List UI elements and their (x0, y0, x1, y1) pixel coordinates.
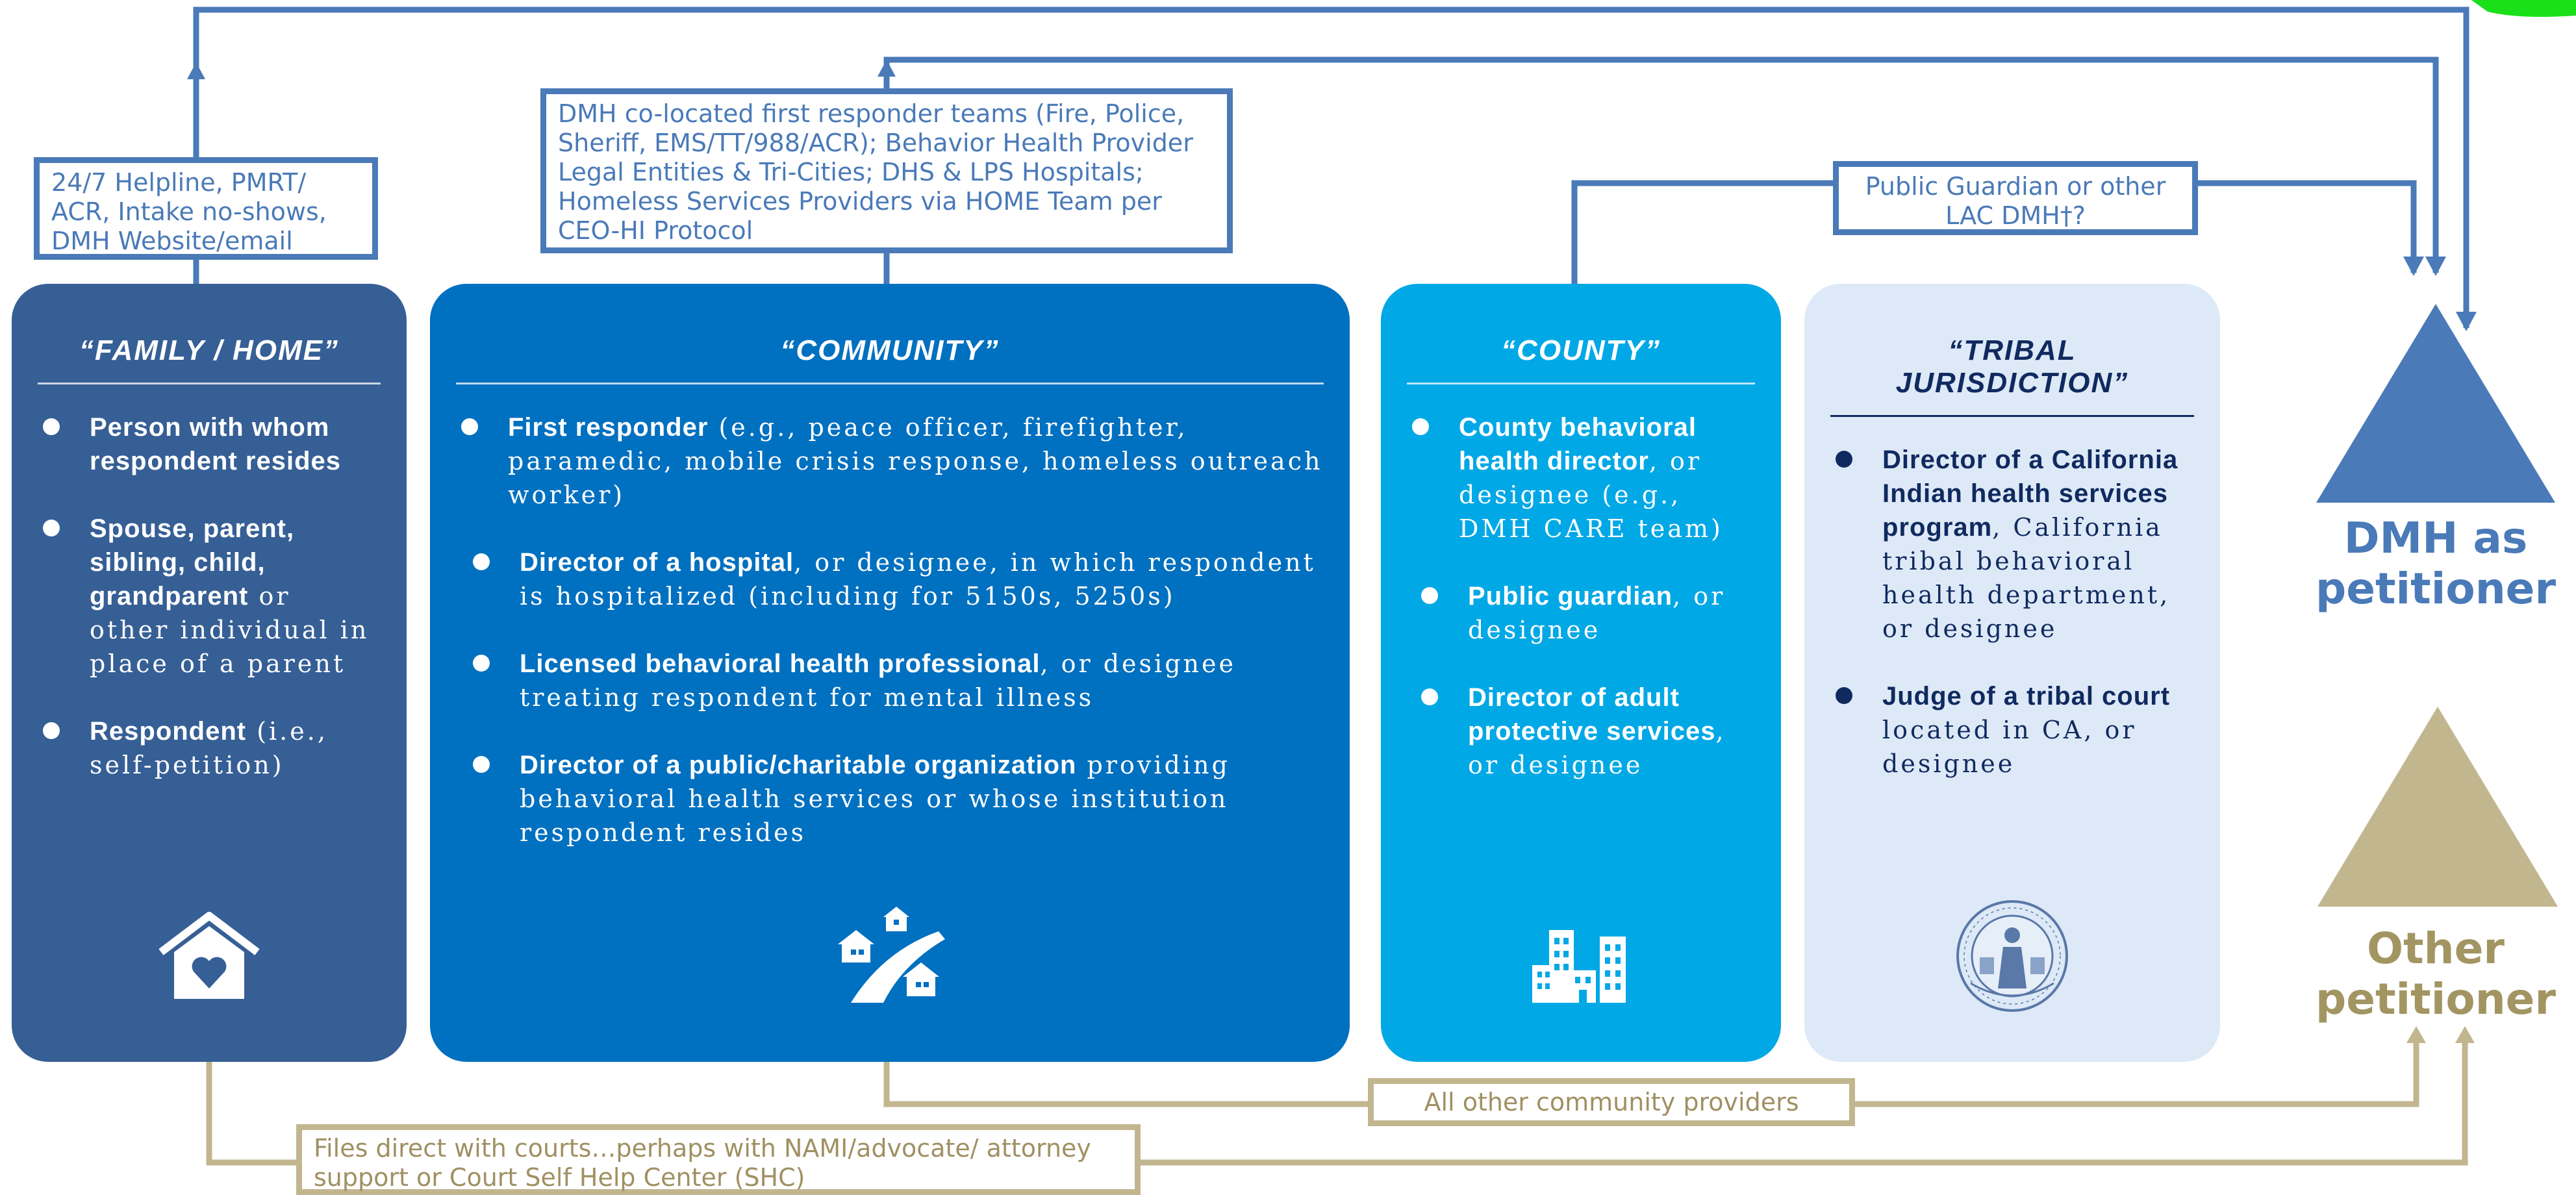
other-arrowhead-1 (2406, 1026, 2426, 1043)
other-petitioner-label: Other petitioner (2299, 924, 2572, 1025)
item-text: , California tribal behavioral health de… (1882, 513, 2171, 643)
tribal-jurisdiction-card: “TRIBAL JURISDICTION” Director of a Cali… (1804, 284, 2220, 1062)
county-source-text: Public Guardian or other LAC DMH†? (1865, 172, 2166, 230)
item-text: , or designee, in which respondent is ho… (520, 548, 1316, 610)
court-filing-note: Files direct with courts…perhaps with NA… (296, 1124, 1141, 1195)
family-up-arrowhead (187, 62, 205, 79)
item-text: , or designee (e.g., DMH CARE team) (1459, 447, 1723, 543)
county-source-note: Public Guardian or other LAC DMH†? (1833, 161, 2198, 235)
community-up-arrowhead (878, 60, 896, 77)
county-petitioner-list: County behavioral health director, or de… (1407, 410, 1755, 782)
dmh-petitioner-triangle (2316, 304, 2555, 503)
other-petitioner-triangle (2317, 707, 2558, 907)
tribal-petitioner-list: Director of a California Indian health s… (1830, 443, 2194, 781)
item-text: or other individual in place of a parent (90, 582, 370, 678)
list-item: County behavioral health director, or de… (1407, 410, 1755, 546)
item-bold: Director of a public/charitable organiza… (520, 751, 1077, 779)
neighborhood-road-icon (831, 899, 948, 1006)
item-bold: Director of a hospital (520, 548, 794, 577)
list-item: Director of a public/charitable organiza… (468, 748, 1324, 849)
item-bold: Director of a California Indian health s… (1882, 446, 2178, 542)
county-seal-icon (1954, 898, 2071, 1018)
list-item: Respondent (i.e., self-petition) (38, 714, 381, 782)
item-text: located in CA, or designee (1882, 716, 2137, 778)
community-petitioner-list: First responder (e.g., peace officer, fi… (456, 410, 1324, 849)
other-arrowhead-2 (2455, 1026, 2475, 1043)
list-item: Licensed behavioral health professional,… (468, 647, 1324, 714)
list-item: First responder (e.g., peace officer, fi… (456, 410, 1324, 512)
item-bold: County behavioral health director (1459, 413, 1697, 475)
item-text: , or designee (1468, 717, 1726, 779)
item-text: , or designee (1468, 582, 1726, 644)
community-card: “COMMUNITY” First responder (e.g., peace… (430, 284, 1350, 1062)
list-item: Public guardian, or designee (1416, 579, 1755, 647)
item-text: providing behavioral health services or … (520, 751, 1230, 847)
community-title: “COMMUNITY” (456, 334, 1324, 384)
all-other-providers-text: All other community providers (1424, 1088, 1799, 1116)
community-source-text: DMH co-located first responder teams (Fi… (558, 99, 1193, 245)
family-to-dmh-connector (193, 6, 2469, 328)
list-item: Director of a California Indian health s… (1830, 443, 2194, 646)
other-petitioner-text: Other petitioner (2316, 924, 2556, 1024)
county-title: “COUNTY” (1407, 334, 1755, 384)
list-item: Judge of a tribal court located in CA, o… (1830, 679, 2194, 781)
item-bold: Public guardian (1468, 582, 1673, 610)
list-item: Director of adult protective services, o… (1416, 681, 1755, 782)
green-corner-shape (2471, 0, 2576, 17)
dmh-top-arrowhead (2456, 312, 2477, 331)
item-text: (e.g., peace officer, firefighter, param… (508, 413, 1323, 509)
tribal-jurisdiction-title: “TRIBAL JURISDICTION” (1830, 334, 2194, 417)
list-item: Director of a hospital, or designee, in … (468, 546, 1324, 613)
family-source-note: 24/7 Helpline, PMRT/ ACR, Intake no-show… (34, 157, 378, 260)
dmh-arrowhead-3 (2403, 257, 2424, 276)
family-petitioner-list: Person with whom respondent resides Spou… (38, 410, 381, 782)
county-card: “COUNTY” County behavioral health direct… (1381, 284, 1781, 1062)
item-bold: First responder (508, 413, 709, 442)
item-bold: Director of adult protective services (1468, 683, 1716, 746)
item-bold: Person with whom respondent resides (90, 413, 342, 475)
buildings-icon (1532, 925, 1630, 1006)
all-other-providers-note: All other community providers (1368, 1078, 1855, 1126)
family-home-card: “FAMILY / HOME” Person with whom respond… (12, 284, 407, 1062)
item-bold: Licensed behavioral health professional (520, 649, 1041, 678)
family-home-title: “FAMILY / HOME” (38, 334, 381, 384)
family-to-other-connector (206, 1033, 2468, 1166)
list-item: Spouse, parent, sibling, child, grandpar… (38, 512, 381, 681)
item-bold: Respondent (90, 717, 247, 746)
item-bold: Spouse, parent, sibling, child, grandpar… (90, 514, 295, 610)
list-item: Person with whom respondent resides (38, 410, 381, 478)
family-source-text: 24/7 Helpline, PMRT/ ACR, Intake no-show… (51, 168, 327, 255)
dmh-petitioner-label: DMH as petitioner (2299, 513, 2572, 614)
item-text: (i.e., self-petition) (90, 717, 328, 779)
item-bold: Judge of a tribal court (1882, 682, 2171, 711)
dmh-petitioner-text: DMH as petitioner (2316, 513, 2556, 614)
community-source-note: DMH co-located first responder teams (Fi… (540, 88, 1233, 253)
house-heart-icon (157, 911, 261, 1006)
item-text: , or designee treating respondent for me… (520, 649, 1236, 712)
dmh-arrowhead-2 (2425, 257, 2446, 276)
court-filing-text: Files direct with courts…perhaps with NA… (314, 1134, 1091, 1192)
